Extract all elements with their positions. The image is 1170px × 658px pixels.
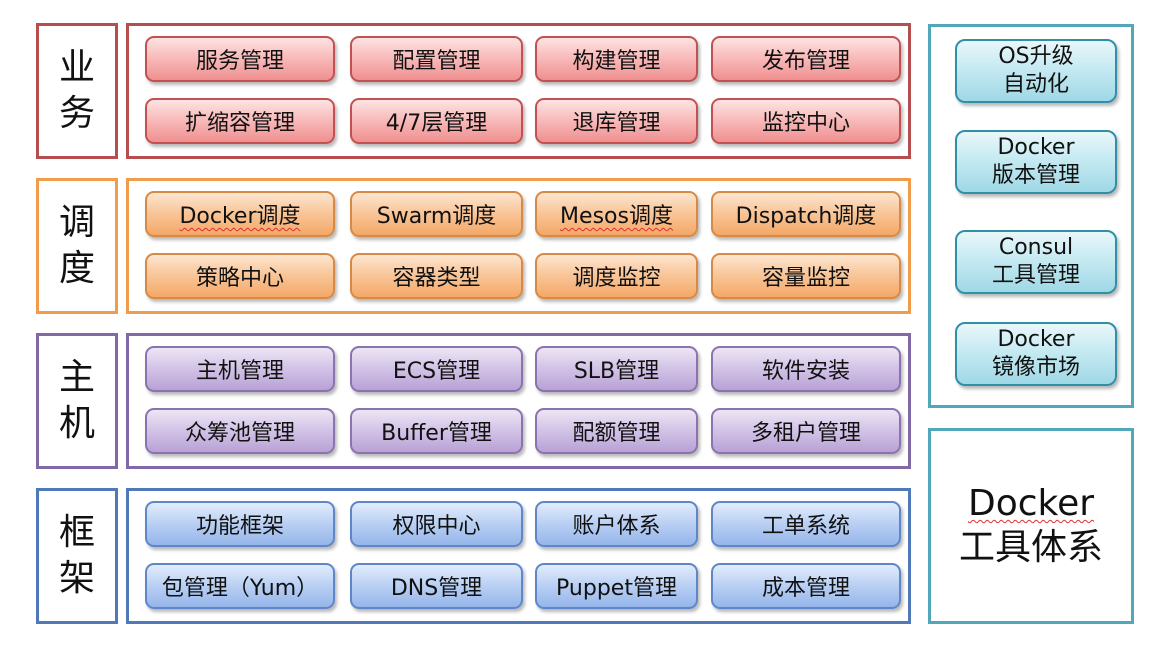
layer-label-char: 机 bbox=[58, 403, 95, 444]
button-layer47-management[interactable]: 4/7层管理 bbox=[350, 98, 523, 144]
docker-tool-system-title-panel: Docker 工具体系 bbox=[928, 428, 1134, 624]
button-scaling-management[interactable]: 扩缩容管理 bbox=[145, 98, 335, 144]
tool-line: 自动化 bbox=[1002, 72, 1069, 97]
button-crowdfunding-pool[interactable]: 众筹池管理 bbox=[145, 408, 335, 454]
button-docker-scheduling[interactable]: Docker调度 bbox=[145, 191, 335, 237]
layer-label-char: 框 bbox=[58, 512, 95, 553]
system-title-line: 工具体系 bbox=[958, 527, 1103, 568]
button-quota-management[interactable]: 配额管理 bbox=[535, 408, 698, 454]
button-software-install[interactable]: 软件安装 bbox=[711, 346, 901, 392]
button-service-management[interactable]: 服务管理 bbox=[145, 36, 335, 82]
layer-label-char: 架 bbox=[58, 558, 95, 599]
layer-label-host: 主 机 bbox=[36, 333, 118, 469]
button-cost-management[interactable]: 成本管理 bbox=[711, 563, 901, 609]
tool-os-upgrade-automation[interactable]: OS升级 自动化 bbox=[955, 39, 1117, 103]
button-container-type[interactable]: 容器类型 bbox=[350, 253, 523, 299]
layer-panel-scheduling: Docker调度 Swarm调度 Mesos调度 Dispatch调度 策略中心… bbox=[126, 178, 911, 314]
button-monitoring-center[interactable]: 监控中心 bbox=[711, 98, 901, 144]
button-policy-center[interactable]: 策略中心 bbox=[145, 253, 335, 299]
tool-line: 镜像市场 bbox=[991, 355, 1080, 380]
button-scheduling-monitor[interactable]: 调度监控 bbox=[535, 253, 698, 299]
button-config-management[interactable]: 配置管理 bbox=[350, 36, 523, 82]
tool-line: 版本管理 bbox=[991, 163, 1080, 188]
button-dns-management[interactable]: DNS管理 bbox=[350, 563, 523, 609]
tool-line: OS升级 bbox=[998, 44, 1074, 69]
tool-line: 工具管理 bbox=[991, 263, 1080, 288]
button-mesos-scheduling[interactable]: Mesos调度 bbox=[535, 191, 698, 237]
button-decommission-management[interactable]: 退库管理 bbox=[535, 98, 698, 144]
button-build-management[interactable]: 构建管理 bbox=[535, 36, 698, 82]
layer-label-scheduling: 调 度 bbox=[36, 178, 118, 314]
tools-panel: OS升级 自动化 Docker 版本管理 Consul 工具管理 Docker … bbox=[928, 24, 1134, 408]
button-label: Mesos调度 bbox=[560, 204, 673, 229]
button-swarm-scheduling[interactable]: Swarm调度 bbox=[350, 191, 523, 237]
tool-line: Consul bbox=[998, 235, 1074, 260]
button-slb-management[interactable]: SLB管理 bbox=[535, 346, 698, 392]
button-ticket-system[interactable]: 工单系统 bbox=[711, 501, 901, 547]
button-host-management[interactable]: 主机管理 bbox=[145, 346, 335, 392]
button-dispatch-scheduling[interactable]: Dispatch调度 bbox=[711, 191, 901, 237]
layer-label-business: 业 务 bbox=[36, 23, 118, 159]
button-package-management[interactable]: 包管理（Yum） bbox=[145, 563, 335, 609]
tool-line: Docker bbox=[997, 135, 1075, 160]
layer-panel-host: 主机管理 ECS管理 SLB管理 软件安装 众筹池管理 Buffer管理 配额管… bbox=[126, 333, 911, 469]
tool-line: Docker bbox=[997, 327, 1075, 352]
tool-consul-management[interactable]: Consul 工具管理 bbox=[955, 230, 1117, 294]
button-permission-center[interactable]: 权限中心 bbox=[350, 501, 523, 547]
layer-panel-framework: 功能框架 权限中心 账户体系 工单系统 包管理（Yum） DNS管理 Puppe… bbox=[126, 488, 911, 624]
layer-label-char: 调 bbox=[58, 202, 95, 243]
button-function-framework[interactable]: 功能框架 bbox=[145, 501, 335, 547]
layer-label-char: 度 bbox=[58, 248, 95, 289]
layer-label-char: 务 bbox=[58, 93, 95, 134]
system-title-line: Docker bbox=[967, 483, 1095, 524]
layer-panel-business: 服务管理 配置管理 构建管理 发布管理 扩缩容管理 4/7层管理 退库管理 监控… bbox=[126, 23, 911, 159]
button-label: Docker调度 bbox=[179, 204, 301, 229]
layer-label-framework: 框 架 bbox=[36, 488, 118, 624]
tool-docker-image-market[interactable]: Docker 镜像市场 bbox=[955, 322, 1117, 386]
layer-label-char: 业 bbox=[58, 47, 95, 88]
layer-label-char: 主 bbox=[58, 357, 95, 398]
button-account-system[interactable]: 账户体系 bbox=[535, 501, 698, 547]
button-ecs-management[interactable]: ECS管理 bbox=[350, 346, 523, 392]
button-puppet-management[interactable]: Puppet管理 bbox=[535, 563, 698, 609]
button-capacity-monitor[interactable]: 容量监控 bbox=[711, 253, 901, 299]
tool-docker-version-management[interactable]: Docker 版本管理 bbox=[955, 130, 1117, 194]
button-release-management[interactable]: 发布管理 bbox=[711, 36, 901, 82]
button-buffer-management[interactable]: Buffer管理 bbox=[350, 408, 523, 454]
button-multitenant-management[interactable]: 多租户管理 bbox=[711, 408, 901, 454]
